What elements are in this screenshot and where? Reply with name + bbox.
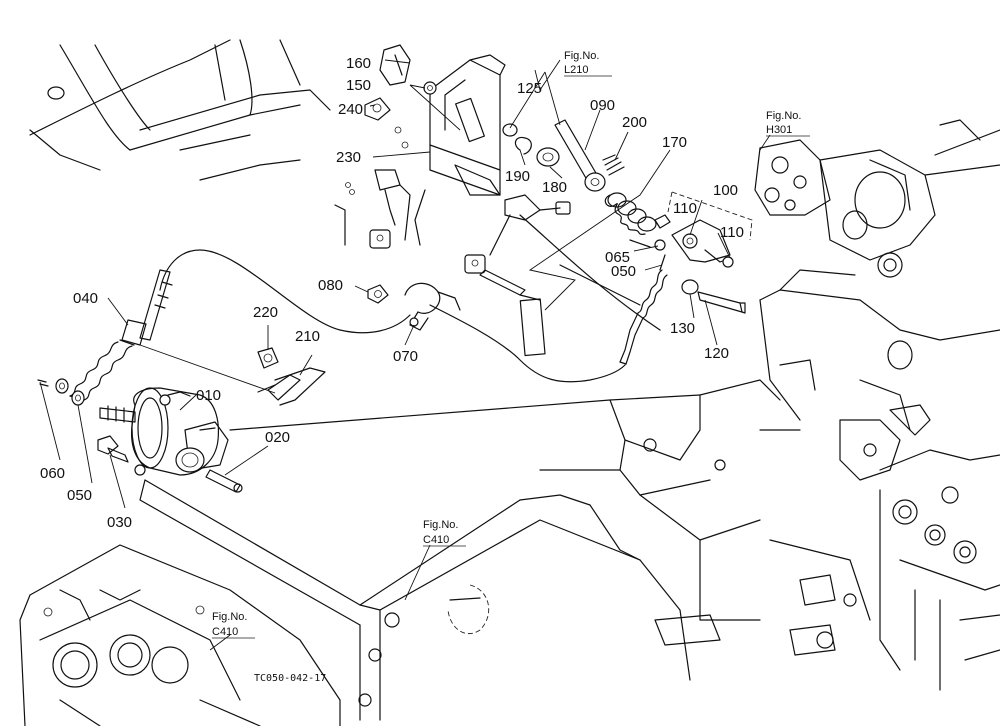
drawing-code: TC050-042-17 <box>254 673 326 684</box>
figure-references: Fig.No. L210 Fig.No. H301 Fig.No. C410 F… <box>212 50 801 638</box>
fig-ref-l210-title: Fig.No. <box>564 50 599 62</box>
reference-underlines <box>212 75 810 639</box>
cabin-panel-outline <box>29 39 331 181</box>
fig-ref-c410-lower-title: Fig.No. <box>212 611 247 623</box>
label-065: 065 <box>605 249 630 266</box>
label-130: 130 <box>670 320 695 337</box>
label-060: 060 <box>40 465 65 482</box>
label-120: 120 <box>704 345 729 362</box>
label-080: 080 <box>318 277 343 294</box>
fig-ref-h301-title: Fig.No. <box>766 110 801 122</box>
label-160: 160 <box>346 55 371 72</box>
label-110-lower: 110 <box>720 224 744 241</box>
pedal-bracket-assembly <box>334 44 571 357</box>
cable-bracket <box>257 347 326 406</box>
label-050-upper: 050 <box>611 263 636 280</box>
label-090: 090 <box>590 97 615 114</box>
fig-ref-c410-center-title: Fig.No. <box>423 519 458 531</box>
label-040: 040 <box>73 290 98 307</box>
label-190: 190 <box>505 168 530 185</box>
fig-ref-c410-center-code: C410 <box>423 534 449 546</box>
flywheel-housing <box>19 544 341 726</box>
label-020: 020 <box>265 429 290 446</box>
label-100: 100 <box>713 182 738 199</box>
fig-ref-h301-code: H301 <box>766 124 792 136</box>
label-070: 070 <box>393 348 418 365</box>
fig-ref-c410-lower-code: C410 <box>212 626 238 638</box>
solenoid-actuator <box>37 378 243 493</box>
bolt-washer <box>681 279 699 295</box>
control-lever-assembly <box>619 191 753 365</box>
cable-clamp <box>367 282 461 331</box>
lever-spring-cluster <box>502 119 657 235</box>
fig-ref-l210-code: L210 <box>564 64 588 76</box>
label-180: 180 <box>542 179 567 196</box>
label-030: 030 <box>107 514 132 531</box>
label-200: 200 <box>622 114 647 131</box>
label-050-lower: 050 <box>67 487 92 504</box>
label-230: 230 <box>336 149 361 166</box>
label-125: 125 <box>517 80 542 97</box>
label-110-upper: 110 <box>673 200 697 217</box>
label-170: 170 <box>662 134 687 151</box>
label-010: 010 <box>196 387 221 404</box>
label-240: 240 <box>338 101 363 118</box>
label-210: 210 <box>295 328 320 345</box>
part-number-labels: 160 150 240 230 125 090 200 170 190 180 … <box>40 55 744 531</box>
label-220: 220 <box>253 304 278 321</box>
cables <box>159 214 661 383</box>
leader-lines <box>39 59 771 651</box>
main-frame <box>139 379 801 721</box>
label-150: 150 <box>346 77 371 94</box>
transmission-housing <box>754 119 1000 691</box>
